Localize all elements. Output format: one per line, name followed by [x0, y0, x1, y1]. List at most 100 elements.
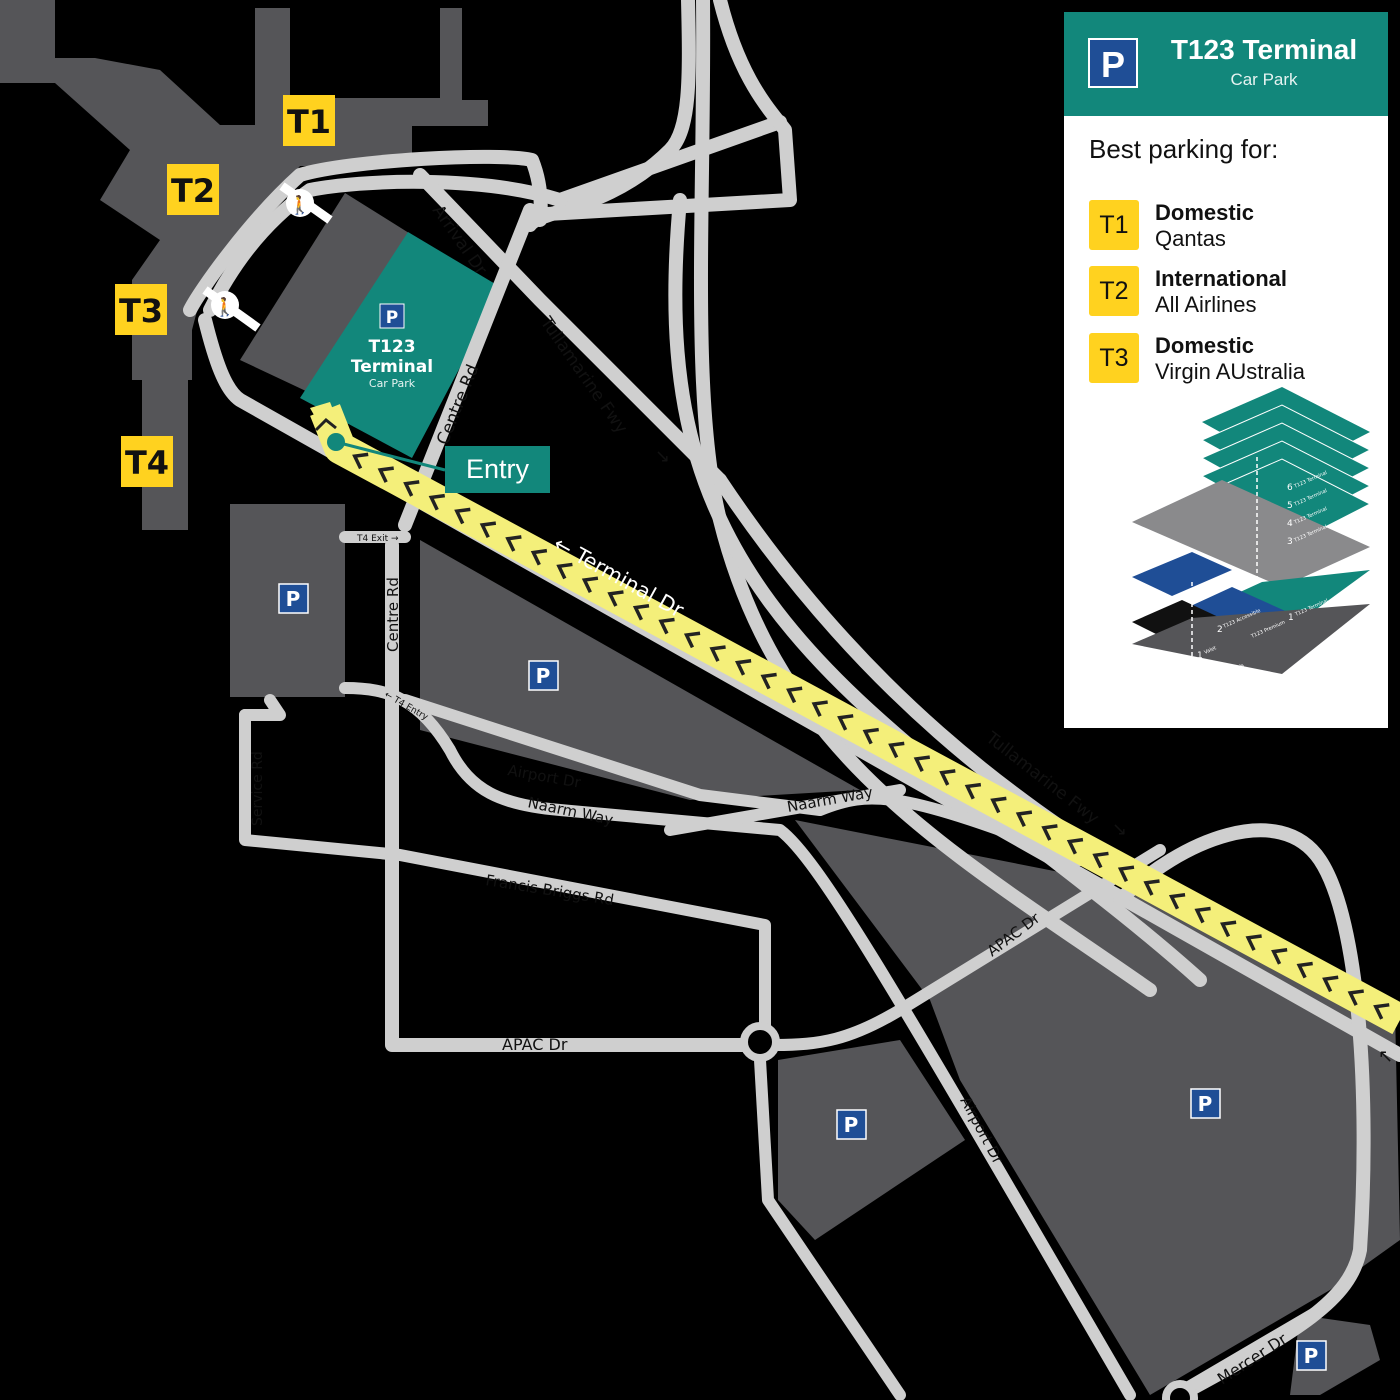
- terminal-badge: T3: [1089, 333, 1139, 383]
- label-service-rd: Service Rd: [250, 751, 266, 826]
- legend-row-t2: T2 International All Airlines: [1089, 266, 1379, 320]
- terminal-badge-t3: T3: [115, 284, 167, 335]
- route-chevron: [964, 782, 982, 800]
- route-chevron: [734, 659, 752, 676]
- legend-panel: P T123 Terminal Car Park Best parking fo…: [1064, 12, 1388, 728]
- label-apac-dr-2: APAC Dr: [502, 1035, 568, 1054]
- route-chevron: [1296, 961, 1313, 979]
- route-chevron: [1347, 989, 1364, 1006]
- route-chevron: [1322, 975, 1339, 993]
- pedestrian-icon: [211, 291, 239, 319]
- label-francis-briggs-rd: Francis Briggs Rd: [484, 871, 615, 909]
- svg-text:6: 6: [1287, 483, 1293, 493]
- route-chevron: [1373, 1003, 1390, 1020]
- route-chevron: [1041, 824, 1058, 841]
- route-chevron: [1220, 920, 1237, 938]
- route-chevron: [428, 493, 446, 511]
- route-chevron: [556, 562, 573, 580]
- svg-text:5: 5: [1287, 501, 1293, 511]
- lot-mercer: [1290, 1315, 1380, 1395]
- route-chevron: [1117, 865, 1135, 883]
- route-chevron: [377, 466, 394, 483]
- svg-text:Car Park: Car Park: [369, 377, 416, 390]
- svg-text:3: 3: [1287, 537, 1293, 547]
- parking-badge: P: [836, 1109, 867, 1140]
- label-t4-exit: T4 Exit →: [356, 534, 399, 544]
- svg-text:G: G: [1208, 675, 1215, 685]
- terminal-type: Domestic: [1155, 333, 1255, 358]
- terminal-badge-t4: T4: [121, 436, 173, 487]
- svg-text:Valet: Valet: [1203, 645, 1217, 656]
- route-chevron: [479, 521, 497, 538]
- svg-text:2: 2: [1217, 625, 1223, 635]
- t123-carpark-label: P T123 Terminal Car Park: [351, 303, 433, 390]
- terminal-badge: T2: [1089, 266, 1139, 316]
- route-chevron: [837, 714, 854, 731]
- recommended-route: [310, 402, 1400, 1035]
- label-centre-rd-2: Centre Rd: [384, 577, 402, 652]
- route-chevron: [314, 417, 337, 432]
- entry-point: [327, 433, 345, 451]
- route-chevron: [1168, 892, 1186, 910]
- route-chevron: [454, 507, 471, 525]
- pedestrian-crossings: 🚶 🚶: [202, 182, 333, 332]
- route-chevrons: [314, 417, 1390, 1020]
- route-chevron: [683, 631, 701, 649]
- route-chevron: [1143, 879, 1160, 896]
- route-chevron: [862, 727, 879, 745]
- route-chevron: [709, 645, 726, 662]
- svg-text:↖: ↖: [1378, 1046, 1393, 1067]
- svg-text:P: P: [844, 1113, 859, 1137]
- svg-text:P: P: [536, 664, 551, 688]
- legend-subtitle: Car Park: [1230, 70, 1298, 89]
- legend-title: T123 Terminal: [1170, 34, 1358, 65]
- terminal-badge: T1: [1089, 200, 1139, 250]
- route-chevron: [1066, 837, 1084, 855]
- route-chevron: [530, 548, 548, 566]
- terminal-airlines: Qantas: [1155, 226, 1226, 251]
- label-naarm-way: Naarm Way: [526, 793, 615, 829]
- route-chevron: [352, 452, 369, 470]
- svg-text:↘: ↘: [655, 446, 670, 467]
- svg-text:Car Rentals: Car Rentals: [1216, 663, 1245, 680]
- svg-text:T4: T4: [125, 444, 169, 482]
- svg-text:4: 4: [1287, 519, 1293, 529]
- svg-text:T123: T123: [368, 337, 415, 357]
- legend-row-t3: T3 Domestic Virgin AUstralia: [1089, 333, 1379, 387]
- terminal-type: International: [1155, 266, 1288, 291]
- entry-label[interactable]: Entry: [445, 446, 550, 493]
- parking-badge: P: [528, 660, 559, 691]
- route-chevron: [913, 755, 931, 772]
- t123-carpark[interactable]: [300, 232, 502, 458]
- parking-badge: P: [1190, 1088, 1221, 1119]
- route-chevron: [939, 769, 956, 786]
- svg-text:T3: T3: [119, 292, 163, 330]
- svg-text:T1: T1: [287, 103, 331, 141]
- terminal-buildings: [0, 0, 488, 530]
- legend-header: P T123 Terminal Car Park: [1064, 12, 1388, 116]
- svg-text:P: P: [286, 587, 301, 611]
- svg-text:↘: ↘: [1112, 819, 1127, 840]
- route-chevron: [1245, 934, 1262, 951]
- roundabout: [740, 1022, 780, 1062]
- floor-levels-diagram: 6 T123 Terminal 5 T123 Terminal 4 T123 T…: [1132, 387, 1372, 685]
- route-chevron: [888, 741, 905, 759]
- best-parking-heading: Best parking for:: [1089, 134, 1279, 164]
- route-chevron: [786, 686, 803, 704]
- terminal-airlines: All Airlines: [1155, 292, 1257, 317]
- route-chevron: [990, 796, 1007, 814]
- lot-south: [778, 1040, 965, 1240]
- svg-text:P: P: [386, 308, 398, 328]
- terminal-airlines: Virgin AUstralia: [1155, 359, 1305, 384]
- route-chevron: [607, 590, 624, 607]
- svg-text:T2: T2: [171, 172, 215, 210]
- svg-text:1: 1: [1288, 613, 1294, 623]
- terminal-badge-t2: T2: [167, 164, 219, 215]
- route-chevron: [632, 603, 650, 621]
- svg-text:P: P: [1198, 1092, 1213, 1116]
- svg-text:P: P: [1304, 1344, 1319, 1368]
- svg-text:🚶: 🚶: [289, 194, 311, 216]
- route-chevron: [760, 672, 777, 690]
- route-chevron: [1271, 948, 1288, 965]
